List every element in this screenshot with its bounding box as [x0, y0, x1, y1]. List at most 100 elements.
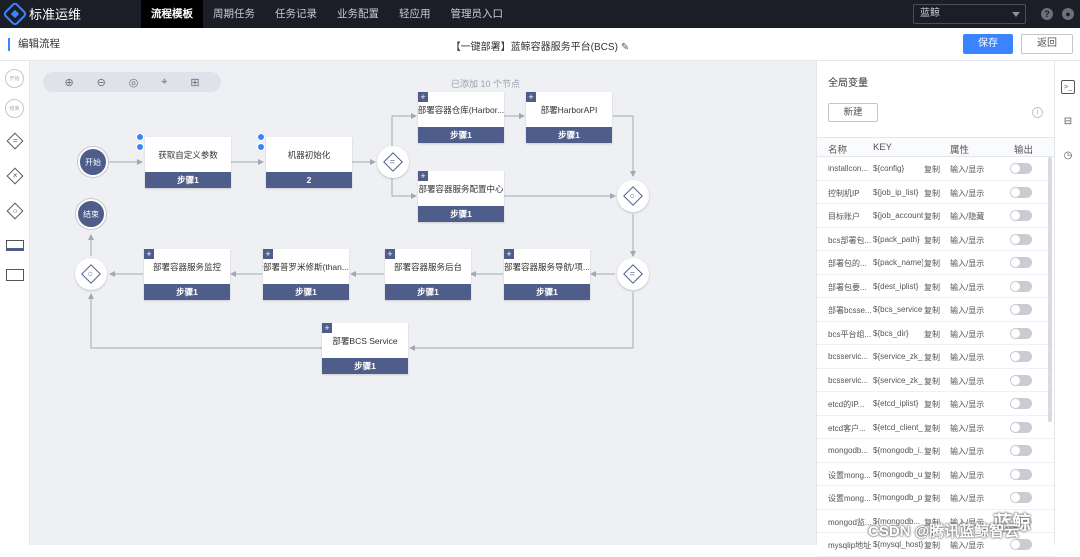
- new-variable-button[interactable]: 新建: [828, 103, 878, 122]
- task-node-backend[interactable]: 部署容器服务后台 步骤1 +: [385, 249, 471, 300]
- reset-icon[interactable]: ◎: [128, 76, 139, 89]
- pencil-icon[interactable]: ✎: [620, 42, 630, 53]
- task-node-nav[interactable]: 部署容器服务导航/项... 步骤1 +: [504, 249, 590, 300]
- copy-link[interactable]: 复制: [924, 188, 940, 198]
- user-icon[interactable]: ●: [1062, 8, 1074, 20]
- copy-link[interactable]: 复制: [924, 447, 940, 456]
- copy-link[interactable]: 复制: [924, 470, 940, 480]
- app-logo[interactable]: 标准运维: [2, 0, 81, 27]
- palette-converge-gateway[interactable]: ○: [5, 201, 24, 220]
- output-toggle[interactable]: [1010, 468, 1032, 480]
- output-toggle[interactable]: [1010, 280, 1032, 292]
- palette-branch-gateway[interactable]: ×: [5, 166, 24, 185]
- output-toggle[interactable]: [1010, 186, 1032, 198]
- output-toggle[interactable]: [1010, 327, 1032, 339]
- zoom-in-icon[interactable]: ⊕: [64, 76, 74, 89]
- copy-link[interactable]: 复制: [924, 423, 940, 433]
- copy-link[interactable]: 复制: [924, 235, 940, 245]
- task-node-machine-init[interactable]: 机器初始化 2: [257, 133, 352, 188]
- copy-link[interactable]: 复制: [924, 517, 940, 527]
- info-icon[interactable]: i: [1032, 107, 1043, 118]
- task-node-get-params[interactable]: 获取自定义参数 步骤1: [136, 133, 231, 188]
- help-icon[interactable]: ?: [1041, 8, 1053, 20]
- output-toggle[interactable]: [1010, 210, 1032, 221]
- table-row[interactable]: 控制机IP${job_ip_list}复制输入/显示: [817, 181, 1055, 204]
- history-tab-icon[interactable]: ◷: [1063, 150, 1073, 161]
- task-node-config-center[interactable]: 部署容器服务配置中心 步骤1 +: [418, 171, 504, 222]
- nav-item-admin[interactable]: 管理员入口: [450, 8, 504, 20]
- task-node-prometheus[interactable]: 部署普罗米修斯(than... 步骤1 +: [263, 249, 349, 300]
- copy-link[interactable]: 复制: [924, 400, 940, 409]
- output-toggle[interactable]: [1010, 492, 1032, 503]
- table-row[interactable]: 部署包要...${dest_iplist}复制输入/显示: [817, 275, 1055, 298]
- task-node-monitor[interactable]: 部署容器服务监控 步骤1 +: [144, 249, 230, 300]
- variable-name: mongod监...: [828, 517, 872, 527]
- output-toggle[interactable]: [1010, 351, 1032, 362]
- start-node[interactable]: 开始: [78, 147, 108, 177]
- table-row[interactable]: mongod监...${mongodb...复制输入/显示: [817, 510, 1055, 533]
- output-toggle[interactable]: [1010, 374, 1032, 386]
- parallel-gateway-2[interactable]: =: [617, 258, 649, 290]
- flow-canvas[interactable]: ⊕ ⊖ ◎ ⌖ ⊞ 已添加 10 个节点: [30, 61, 816, 545]
- copy-link[interactable]: 复制: [924, 353, 940, 362]
- copy-link[interactable]: 复制: [924, 259, 940, 268]
- palette-task-node[interactable]: [5, 236, 24, 255]
- task-node-bcs-service[interactable]: 部署BCS Service 步骤1 +: [322, 323, 408, 374]
- back-button[interactable]: 返回: [1021, 34, 1073, 54]
- layout-icon[interactable]: ⊞: [190, 76, 200, 89]
- nav-item-periodic[interactable]: 周期任务: [213, 8, 255, 20]
- copy-link[interactable]: 复制: [924, 329, 940, 339]
- output-toggle[interactable]: [1010, 398, 1032, 409]
- nav-item-light-apps[interactable]: 轻应用: [399, 8, 431, 20]
- converge-gateway-2[interactable]: ○: [75, 258, 107, 290]
- converge-gateway-1[interactable]: ○: [617, 180, 649, 212]
- copy-link[interactable]: 复制: [924, 165, 940, 174]
- nav-item-config[interactable]: 业务配置: [337, 8, 379, 20]
- output-toggle[interactable]: [1010, 445, 1032, 456]
- output-toggle[interactable]: [1010, 421, 1032, 433]
- copy-link[interactable]: 复制: [924, 376, 940, 386]
- end-node[interactable]: 结束: [76, 199, 106, 229]
- task-node-harbor-api[interactable]: 部署HarborAPI 步骤1 +: [526, 92, 612, 143]
- variables-scrollbar[interactable]: [1048, 157, 1052, 422]
- settings-tab-icon[interactable]: ⊟: [1063, 116, 1073, 127]
- table-row[interactable]: bcs部署包...${pack_path}复制输入/显示: [817, 228, 1055, 251]
- nav-item-templates[interactable]: 流程模板: [141, 0, 203, 28]
- parallel-gateway-1[interactable]: =: [377, 146, 409, 178]
- output-toggle[interactable]: [1010, 163, 1032, 174]
- variables-tab-icon[interactable]: >_: [1061, 80, 1075, 94]
- copy-link[interactable]: 复制: [924, 541, 940, 550]
- palette-start-node[interactable]: 开始: [5, 69, 24, 88]
- output-toggle[interactable]: [1010, 233, 1032, 245]
- table-row[interactable]: bcs平台组...${bcs_dir}复制输入/显示: [817, 322, 1055, 345]
- copy-link[interactable]: 复制: [924, 494, 940, 503]
- table-row[interactable]: mongodb...${mongodb_i...复制输入/显示: [817, 439, 1055, 463]
- output-toggle[interactable]: [1010, 304, 1032, 315]
- output-toggle[interactable]: [1010, 515, 1032, 527]
- table-row[interactable]: installcon...${config}复制输入/显示: [817, 157, 1055, 181]
- save-button[interactable]: 保存: [963, 34, 1013, 54]
- task-node-harbor[interactable]: 部署容器仓库(Harbor... 步骤1 +: [418, 92, 504, 143]
- copy-link[interactable]: 复制: [924, 282, 940, 292]
- table-row[interactable]: 目标账户${job_account}复制输入/隐藏: [817, 204, 1055, 228]
- nav-item-records[interactable]: 任务记录: [275, 8, 317, 20]
- zoom-out-icon[interactable]: ⊖: [96, 76, 106, 89]
- table-row[interactable]: etcd的IP...${etcd_iplist}复制输入/显示: [817, 392, 1055, 416]
- output-toggle[interactable]: [1010, 257, 1032, 268]
- flow-name: 【一键部署】蓝鲸容器服务平台(BCS)✎: [0, 38, 1080, 53]
- variable-key: ${mongodb_i...: [873, 446, 923, 455]
- copy-link[interactable]: 复制: [924, 212, 940, 221]
- project-select[interactable]: 蓝鲸: [913, 4, 1026, 24]
- palette-subflow-node[interactable]: [5, 265, 24, 284]
- select-icon[interactable]: ⌖: [161, 75, 168, 88]
- palette-parallel-gateway[interactable]: =: [5, 131, 24, 150]
- palette-end-node[interactable]: 结束: [5, 99, 24, 118]
- copy-link[interactable]: 复制: [924, 306, 940, 315]
- table-row[interactable]: 部署包的...${pack_name}复制输入/显示: [817, 251, 1055, 275]
